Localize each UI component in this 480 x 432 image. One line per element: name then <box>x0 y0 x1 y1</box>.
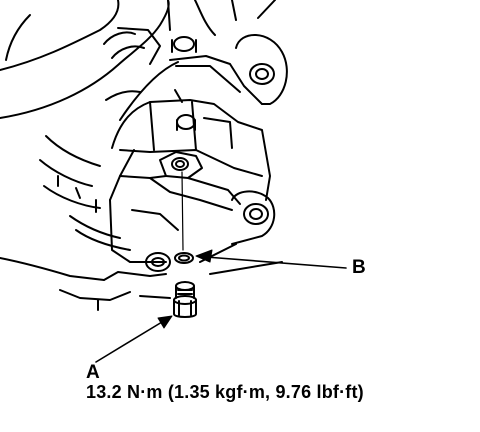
callout-b-label: B <box>352 257 366 278</box>
center-axis-line <box>181 171 184 251</box>
leader-a <box>95 315 173 363</box>
leader-b <box>195 249 347 269</box>
torque-spec: 13.2 N·m (1.35 kgf·m, 9.76 lbf·ft) <box>86 382 364 402</box>
housing-upper <box>105 0 288 121</box>
housing-body <box>109 99 271 211</box>
hose <box>0 0 170 119</box>
housing-lower <box>0 135 283 311</box>
mounting-ear <box>231 190 276 245</box>
plug-bolt <box>173 281 197 318</box>
callout-a-label: A <box>86 362 100 383</box>
o-ring <box>174 252 194 264</box>
